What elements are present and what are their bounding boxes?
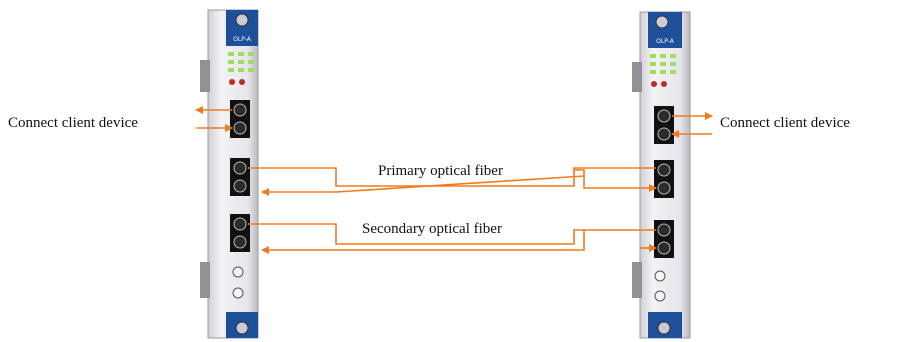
left-bottom-screw-icon [235,321,249,335]
left-indicator-icon [232,287,244,299]
primary-fiber-line-b [574,169,657,192]
left-led-grid [228,52,254,85]
left-client-port-pair [230,100,250,138]
right-bottom-screw-icon [657,321,671,335]
right-olp-board [632,11,691,339]
secondary-fiber-line-a [248,223,656,245]
right-primary-port-pair [654,160,674,198]
secondary-fiber-lines [248,223,657,254]
client-device-label-right: Connect client device [720,115,850,131]
right-secondary-port-pair [654,220,674,258]
right-client-arrows [671,112,713,138]
left-client-arrows [195,106,233,132]
primary-fiber-lines [248,167,657,196]
right-led-grid [650,54,676,87]
right-indicator-icon [654,290,666,302]
right-board-handle-lower [632,262,642,298]
left-primary-port-pair [230,158,250,196]
right-top-screw-icon [655,15,669,29]
left-olp-board [200,9,259,339]
client-device-label-left: Connect client device [8,115,138,131]
secondary-fiber-line-b [261,230,585,254]
left-secondary-port-pair [230,214,250,252]
right-board-name: OLP-A [656,38,674,45]
left-board-handle-lower [200,262,210,298]
right-board-handle [632,62,642,92]
left-board-handle [200,60,210,92]
right-indicator-icon [654,270,666,282]
left-board-name: OLP-A [233,36,251,43]
secondary-fiber-label: Secondary optical fiber [362,221,502,237]
primary-fiber-line-a [248,167,656,187]
primary-fiber-line-c [261,175,585,196]
right-client-port-pair [654,106,674,144]
primary-fiber-label: Primary optical fiber [378,163,503,179]
left-top-screw-icon [235,13,249,27]
left-indicator-icon [232,266,244,278]
